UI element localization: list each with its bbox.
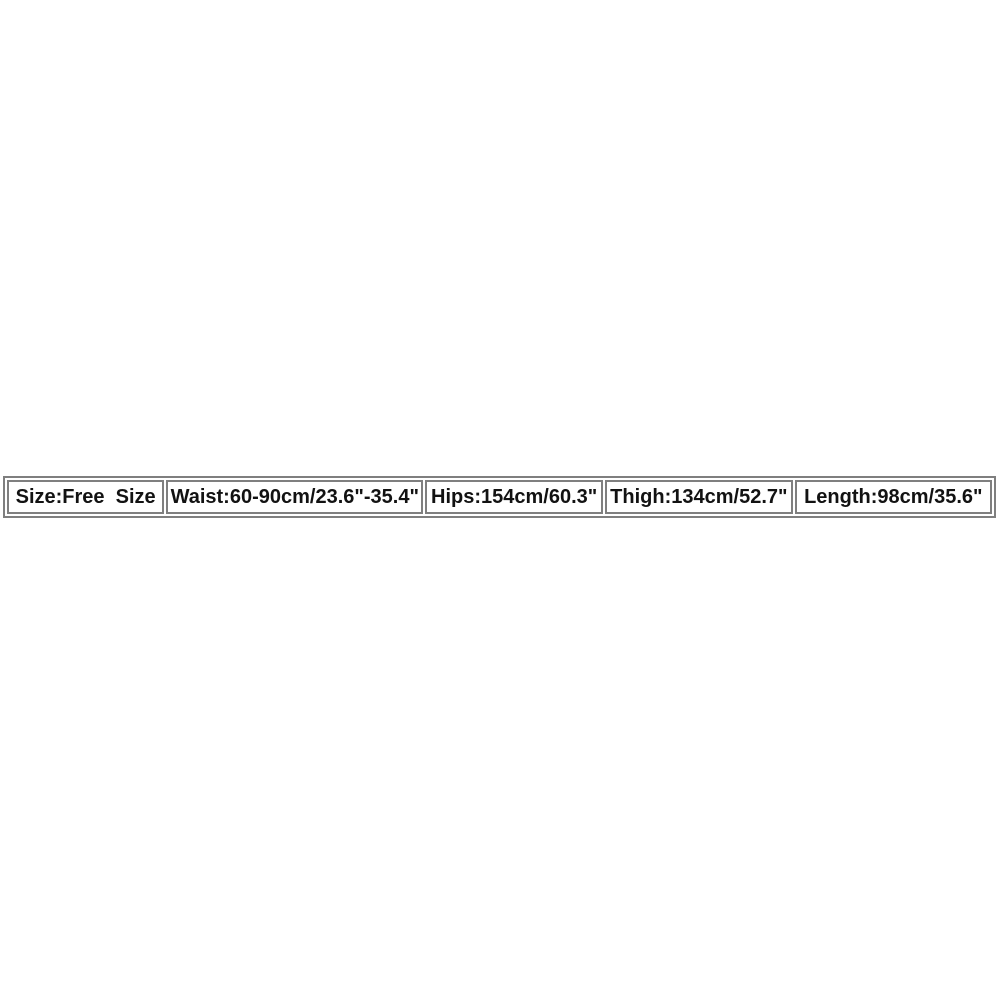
- size-cell: Size:Free Size: [7, 480, 165, 514]
- size-chart-row: Size:Free Size Waist:60-90cm/23.6"-35.4"…: [7, 480, 992, 514]
- length-cell: Length:98cm/35.6": [794, 480, 992, 514]
- waist-cell: Waist:60-90cm/23.6"-35.4": [166, 480, 424, 514]
- hips-cell: Hips:154cm/60.3": [425, 480, 604, 514]
- thigh-cell: Thigh:134cm/52.7": [605, 480, 793, 514]
- size-chart-table: Size:Free Size Waist:60-90cm/23.6"-35.4"…: [3, 476, 996, 518]
